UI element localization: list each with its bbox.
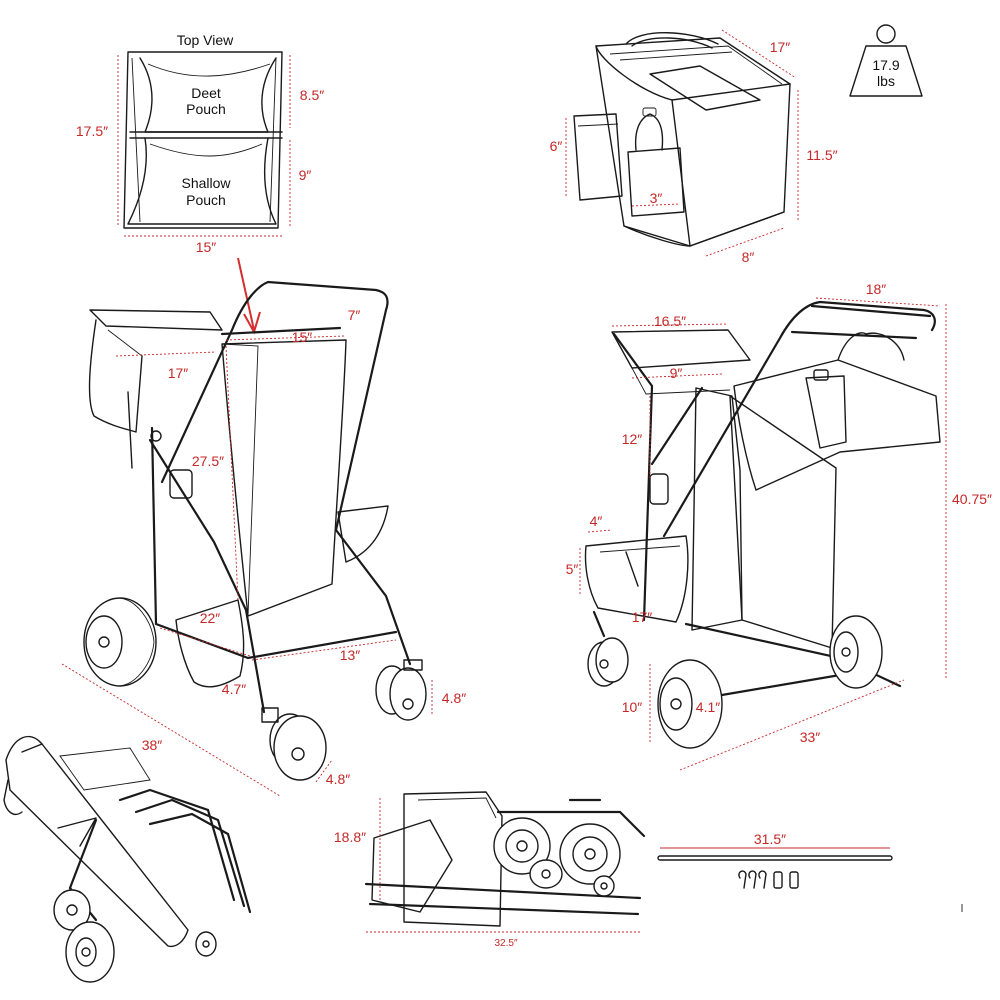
right-cart-wheel-dim: 10″ xyxy=(622,699,643,715)
left-cart-length-dim: 38″ xyxy=(142,737,163,753)
cooler-height-dim: 11.5″ xyxy=(806,147,837,163)
top-view-height-dim: 17.5″ xyxy=(76,123,108,139)
shallow-pouch-label-line2: Pouch xyxy=(186,192,226,208)
accessory-drawing: 31.5″ xyxy=(657,831,963,912)
top-view-upper-dim: 8.5″ xyxy=(300,87,324,103)
right-cart-length-dim: 33″ xyxy=(800,729,821,745)
cooler-bag-drawing: 17″ 11.5″ 8″ 6″ 3″ xyxy=(550,29,838,265)
top-view-title: Top View xyxy=(177,32,234,48)
left-cart-pocket-dim: 4.7″ xyxy=(222,681,246,697)
weight-icon: 17.9 lbs xyxy=(849,24,923,97)
left-cart-bottom-width-dim: 13″ xyxy=(340,647,361,663)
right-cart-handle-dim: 18″ xyxy=(866,281,887,297)
right-cart-total-height-dim: 40.75″ xyxy=(952,491,992,507)
left-cart-top-depth-dim: 7″ xyxy=(348,307,361,323)
weight-value: 17.9 xyxy=(872,57,899,73)
weight-unit: lbs xyxy=(877,73,895,89)
top-view-arrow xyxy=(237,257,261,335)
folded-cart-flat-drawing: 18.8″ 32.5″ xyxy=(334,791,646,949)
right-cart-wheel-width-dim: 4.1″ xyxy=(696,699,720,715)
hardware-icon xyxy=(738,870,799,889)
top-view-drawing: Top View Deet Pouch Shallow Pouch 17.5″ … xyxy=(76,32,324,255)
left-cart-top-width-dim: 15″ xyxy=(292,329,313,345)
shallow-pouch-label-line1: Shallow xyxy=(181,175,231,191)
right-cart-basket-top-dim: 16.5″ xyxy=(654,313,686,329)
folded-height-dim: 18.8″ xyxy=(334,829,366,845)
left-cart-drawing: 15″ 7″ 17″ 27.5″ 22″ 13″ 4.7″ 4.8″ 4.8″ … xyxy=(61,280,466,797)
folded-cart-side-drawing xyxy=(3,735,252,983)
left-cart-rear-wheel-dim: 4.8″ xyxy=(326,771,350,787)
left-cart-height-dim: 27.5″ xyxy=(192,453,224,469)
left-cart-front-dim: 17″ xyxy=(168,365,189,381)
deet-pouch-label-line1: Deet xyxy=(191,85,221,101)
cooler-side-pocket-dim: 6″ xyxy=(550,138,563,154)
cooler-length-dim: 17″ xyxy=(770,39,791,55)
cooler-depth-dim: 8″ xyxy=(742,249,755,265)
folded-length-dim: 32.5″ xyxy=(494,938,517,949)
top-view-width-dim: 15″ xyxy=(196,239,217,255)
top-view-lower-dim: 9″ xyxy=(299,167,312,183)
right-cart-basket-height-dim: 12″ xyxy=(622,431,643,447)
right-cart-tray-height-dim: 5″ xyxy=(566,561,579,577)
left-cart-bottom-depth-dim: 22″ xyxy=(200,610,221,626)
right-cart-tray-length-dim: 17″ xyxy=(632,609,653,625)
accessory-rod-dim: 31.5″ xyxy=(754,831,786,847)
left-cart-front-wheel-dim: 4.8″ xyxy=(442,690,466,706)
cooler-bottle-pocket-dim: 3″ xyxy=(650,190,663,206)
right-cart-drawing: 18″ 16.5″ 9″ 12″ 4″ 5″ 17″ 40.75″ 10″ 4.… xyxy=(566,281,992,771)
right-cart-basket-side-dim: 9″ xyxy=(670,365,683,381)
deet-pouch-label-line2: Pouch xyxy=(186,101,226,117)
right-cart-tray-width-dim: 4″ xyxy=(590,513,603,529)
